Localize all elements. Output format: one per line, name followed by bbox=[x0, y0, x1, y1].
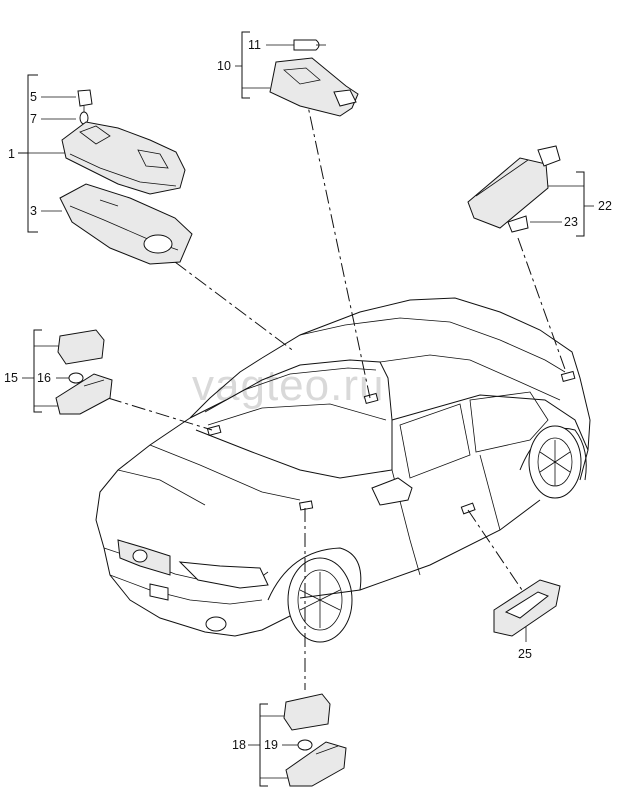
callout-5: 5 bbox=[30, 90, 37, 104]
callout-23: 23 bbox=[564, 215, 578, 229]
leader-lines bbox=[107, 91, 567, 690]
callout-11: 11 bbox=[248, 38, 261, 52]
callout-3: 3 bbox=[30, 204, 37, 218]
part-group-10 bbox=[235, 31, 359, 117]
callout-22: 22 bbox=[598, 199, 612, 213]
callout-15: 15 bbox=[4, 371, 18, 385]
part-group-1 bbox=[18, 74, 193, 265]
part-group-15 bbox=[22, 329, 113, 415]
callout-7: 7 bbox=[30, 112, 37, 126]
callout-10: 10 bbox=[217, 59, 231, 73]
callout-25: 25 bbox=[518, 647, 532, 661]
callout-1: 1 bbox=[8, 147, 15, 161]
part-25 bbox=[493, 579, 561, 642]
part-group-18 bbox=[248, 693, 347, 787]
callout-18: 18 bbox=[232, 738, 246, 752]
callout-19: 19 bbox=[264, 738, 278, 752]
callout-16: 16 bbox=[37, 371, 51, 385]
callout-labels: 1 3 5 7 10 11 15 16 18 19 22 23 25 bbox=[4, 38, 612, 752]
part-group-22 bbox=[467, 145, 594, 237]
car-illustration bbox=[95, 297, 591, 643]
